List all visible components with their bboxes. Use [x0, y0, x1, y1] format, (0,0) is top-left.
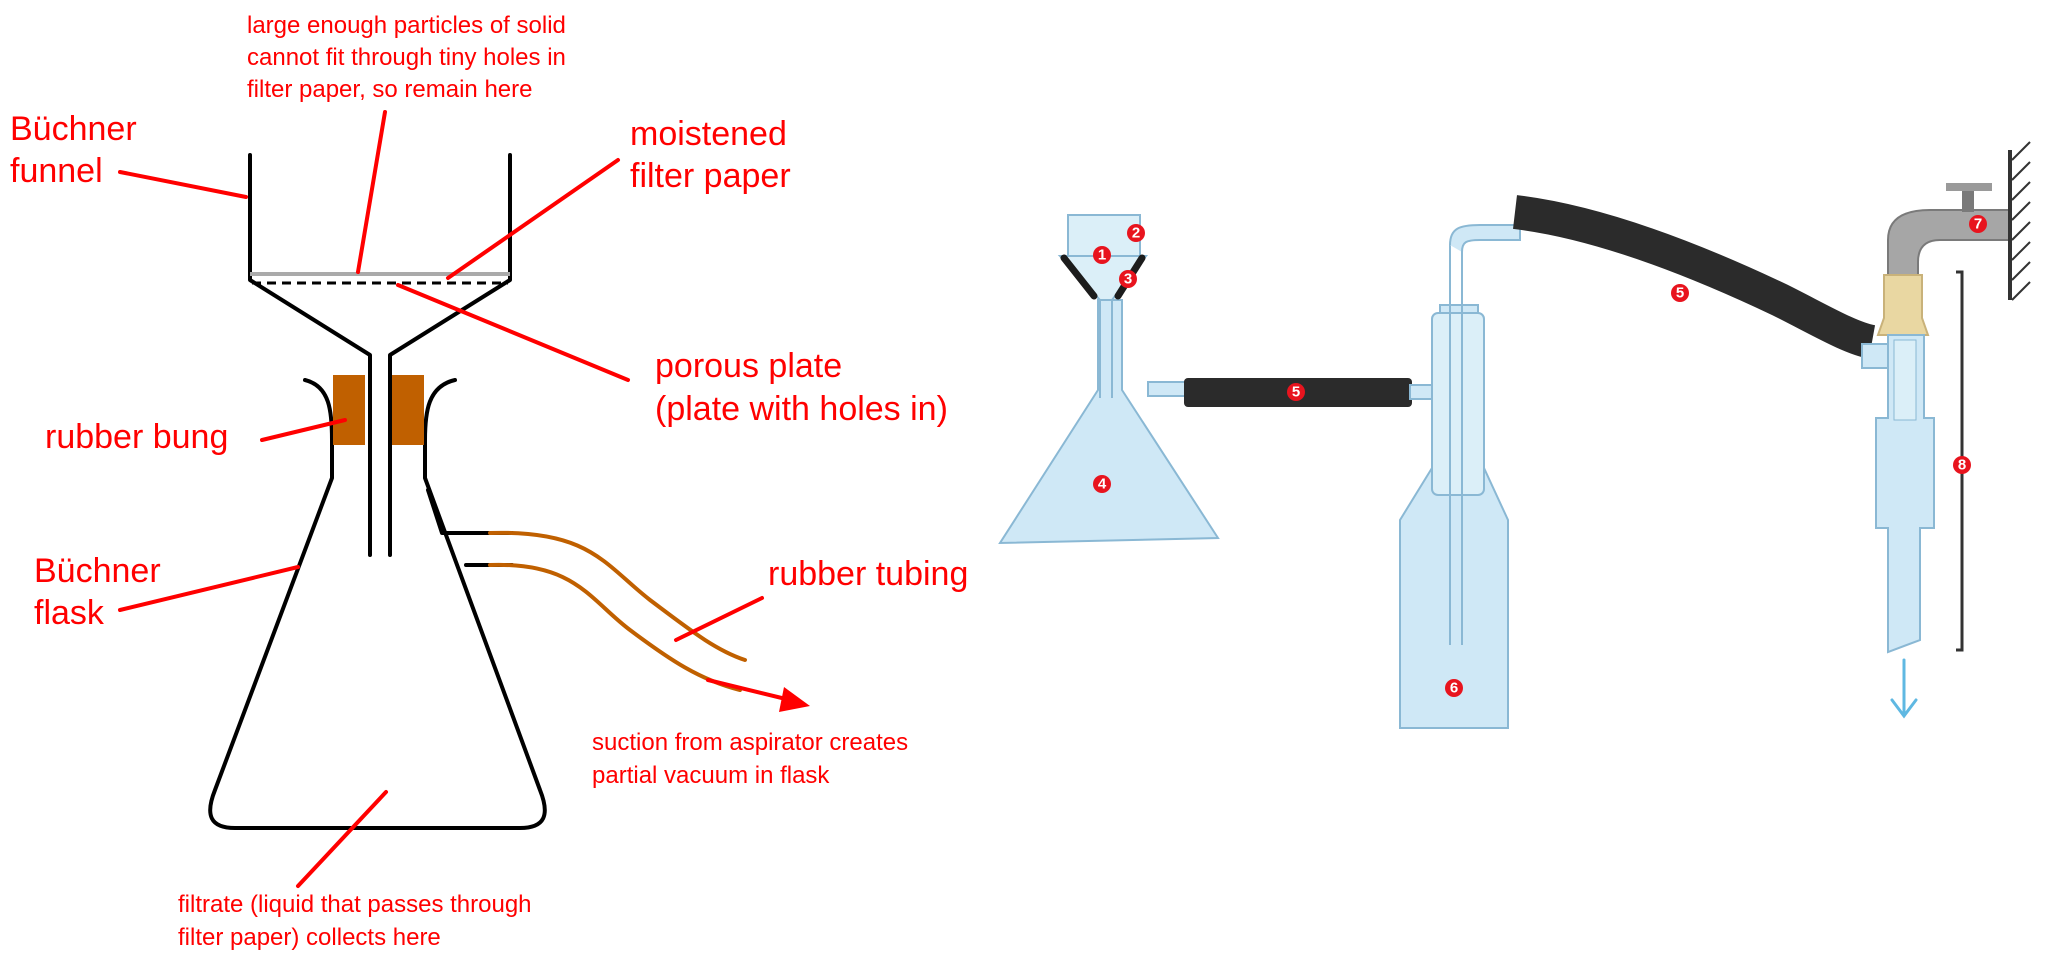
- buchner-flask-line-2: flask: [34, 594, 105, 632]
- marker-8-text: 8: [1958, 457, 1966, 474]
- buchner-flask-line-1: Büchner: [34, 552, 161, 590]
- marker-3: 3: [1119, 270, 1137, 288]
- buchner-flask-label: Büchner flask: [34, 552, 170, 632]
- flask-side-arm: [1147, 381, 1187, 397]
- marker-4-text: 4: [1098, 476, 1107, 493]
- porous-plate-line-1: porous plate: [655, 347, 842, 385]
- filter-flask: [998, 299, 1220, 545]
- rubber-tubing-diagonal: [1512, 195, 1876, 359]
- rubber-tubing-label: rubber tubing: [768, 555, 968, 593]
- trap-inner-tube: [1431, 312, 1485, 496]
- marker-1-text: 1: [1098, 247, 1106, 264]
- marker-5-upper: 5: [1671, 284, 1689, 302]
- rubber-bung-left: [333, 375, 365, 445]
- marker-7: 7: [1969, 215, 1987, 233]
- water-aspirator: [1875, 334, 1935, 654]
- top-note-line-3: filter paper, so remain here: [247, 76, 532, 103]
- marker-1: 1: [1093, 246, 1111, 264]
- porous-plate-line-2: (plate with holes in): [655, 390, 948, 428]
- suction-note-line-1: suction from aspirator creates: [592, 729, 908, 756]
- moistened-filter-paper-line-1: moistened: [630, 115, 787, 153]
- pointer-lines: [118, 110, 764, 888]
- marker-4: 4: [1093, 475, 1111, 493]
- moistened-filter-paper-label: moistened filter paper: [630, 115, 796, 195]
- marker-2: 2: [1127, 224, 1145, 242]
- filtrate-note-label: filtrate (liquid that passes through fil…: [178, 891, 538, 951]
- buchner-funnel-line-2: funnel: [10, 152, 103, 190]
- suction-arrow: [706, 678, 810, 712]
- suction-note-label: suction from aspirator creates partial v…: [592, 729, 915, 789]
- marker-5-lower-text: 5: [1292, 384, 1300, 401]
- marker-2-text: 2: [1132, 225, 1140, 242]
- rubber-bung-label: rubber bung: [45, 418, 228, 456]
- aspirator-inner: [1893, 339, 1917, 421]
- filtrate-note-line-1: filtrate (liquid that passes through: [178, 891, 532, 918]
- funnel-stem: [1099, 300, 1113, 398]
- porous-plate-label: porous plate (plate with holes in): [655, 347, 948, 428]
- top-note-label: large enough particles of solid cannot f…: [247, 12, 573, 103]
- marker-8: 8: [1953, 456, 1971, 474]
- marker-6-text: 6: [1450, 680, 1458, 697]
- buchner-funnel-label: Büchner funnel: [10, 110, 146, 190]
- marker-5-upper-text: 5: [1676, 285, 1684, 302]
- trap-dip-tube: [1449, 245, 1463, 645]
- marker-6: 6: [1445, 679, 1463, 697]
- water-outflow-arrow-icon: [1890, 658, 1918, 719]
- tap-connector: [1876, 274, 1930, 336]
- marker-5-lower: 5: [1287, 383, 1305, 401]
- buchner-funnel: [248, 153, 512, 557]
- marker-7-text: 7: [1974, 216, 1982, 233]
- side-arm: [446, 531, 514, 567]
- buchner-setup-diagram: large enough particles of solid cannot f…: [10, 12, 968, 951]
- moistened-filter-paper-line-2: filter paper: [630, 157, 791, 195]
- top-note-line-1: large enough particles of solid: [247, 12, 566, 39]
- top-note-line-2: cannot fit through tiny holes in: [247, 44, 566, 71]
- buchner-funnel-line-1: Büchner: [10, 110, 137, 148]
- buchner-flask: [208, 378, 547, 830]
- rubber-bung-right: [392, 375, 424, 445]
- suction-note-line-2: partial vacuum in flask: [592, 762, 830, 789]
- vacuum-filtration-diagram: 1 2 3 4 5 5 6 7 8: [998, 141, 2031, 729]
- trap-outlet-bend: [1449, 224, 1521, 253]
- marker-3-text: 3: [1124, 271, 1132, 288]
- rubber-tubing: [488, 530, 747, 692]
- filtrate-note-line-2: filter paper) collects here: [178, 924, 441, 951]
